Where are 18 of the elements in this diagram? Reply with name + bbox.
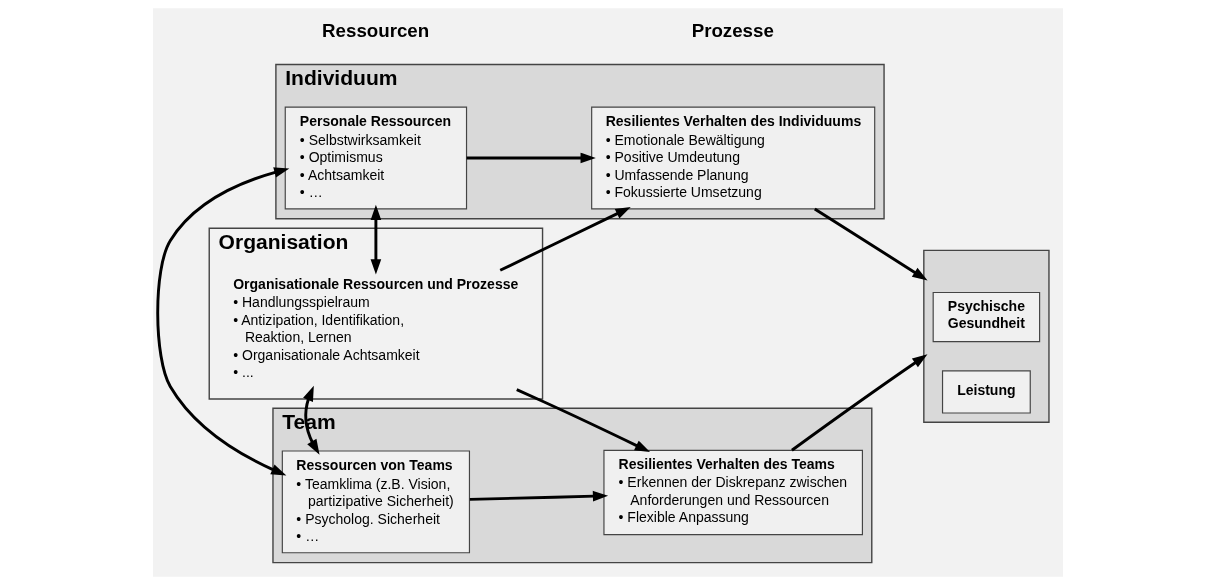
arrow [469,490,608,502]
arrow [466,152,596,164]
arrow [813,207,928,281]
node-box: Resilientes Verhalten des Teams • Erkennen der Diskrepanz zwischen Anforderungen und Ressourcen • Flexible Anpassung [602,449,863,536]
arrow [515,388,650,453]
arrow [155,167,289,476]
arrow [790,354,927,452]
cluster [922,249,1050,423]
label: Ressourcen [321,20,429,42]
node-box: Resilientes Verhalten des Individuums • Emotionale Bewältigung • Positive Umdeutung • Umfassende Planung • Fokussierte Umsetzung [590,106,875,210]
node-box: Ressourcen von Teams • Teamklima (z.B. Vision, partizipative Sicherheit) • Psycholog. Sicherheit • … [281,450,470,554]
arrow [499,207,631,272]
node-box: Leistung [941,370,1031,414]
node-box: Personale Ressourcen • Selbstwirksamkeit • Optimismus • Achtsamkeit • … [284,106,467,210]
node-text: Organisationale Ressourcen und Prozesse • Handlungsspielraum • Antizipation, Identifikation, Reaktion, Lernen • Organisationale Achtsamkeit • ... [232,275,518,381]
label: Prozesse [691,20,774,42]
arrow [370,204,381,275]
node-box: Psychische Gesundheit [932,291,1040,343]
